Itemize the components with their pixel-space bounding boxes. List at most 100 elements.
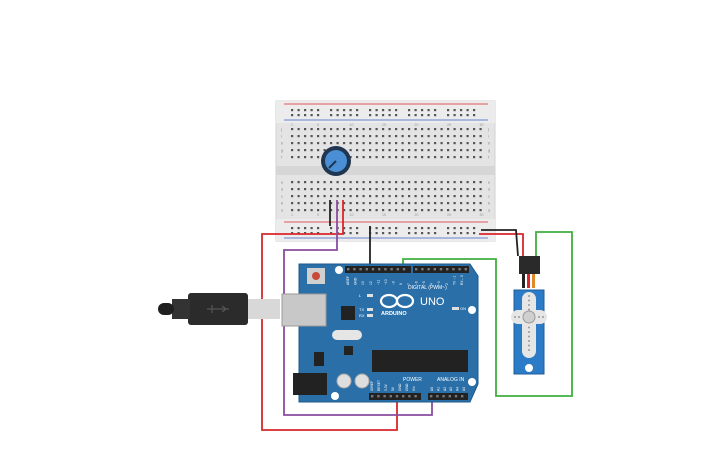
breadboard-hole[interactable] bbox=[479, 128, 482, 131]
breadboard-hole[interactable] bbox=[434, 181, 437, 184]
breadboard-hole[interactable] bbox=[401, 202, 404, 205]
breadboard-hole[interactable] bbox=[421, 195, 424, 198]
breadboard-hole[interactable] bbox=[466, 188, 469, 191]
breadboard-hole[interactable] bbox=[421, 181, 424, 184]
breadboard-hole[interactable] bbox=[414, 149, 417, 152]
breadboard-hole[interactable] bbox=[408, 142, 411, 145]
breadboard-hole[interactable] bbox=[414, 181, 417, 184]
rail-hole[interactable] bbox=[297, 109, 300, 112]
rail-hole[interactable] bbox=[336, 114, 339, 117]
breadboard-hole[interactable] bbox=[310, 202, 313, 205]
breadboard-hole[interactable] bbox=[473, 195, 476, 198]
breadboard-hole[interactable] bbox=[440, 156, 443, 159]
rail-hole[interactable] bbox=[473, 232, 476, 235]
breadboard-hole[interactable] bbox=[401, 156, 404, 159]
breadboard-hole[interactable] bbox=[330, 202, 333, 205]
breadboard-hole[interactable] bbox=[453, 195, 456, 198]
rail-hole[interactable] bbox=[388, 227, 391, 230]
breadboard-hole[interactable] bbox=[382, 149, 385, 152]
rail-hole[interactable] bbox=[349, 232, 352, 235]
breadboard-hole[interactable] bbox=[336, 135, 339, 138]
breadboard-hole[interactable] bbox=[473, 135, 476, 138]
breadboard-hole[interactable] bbox=[473, 156, 476, 159]
breadboard-hole[interactable] bbox=[395, 202, 398, 205]
breadboard-hole[interactable] bbox=[408, 209, 411, 212]
rail-hole[interactable] bbox=[447, 114, 450, 117]
breadboard-hole[interactable] bbox=[473, 209, 476, 212]
rail-hole[interactable] bbox=[466, 109, 469, 112]
rail-hole[interactable] bbox=[343, 227, 346, 230]
rail-hole[interactable] bbox=[330, 109, 333, 112]
breadboard-hole[interactable] bbox=[447, 156, 450, 159]
breadboard-hole[interactable] bbox=[473, 202, 476, 205]
rail-hole[interactable] bbox=[395, 109, 398, 112]
breadboard-hole[interactable] bbox=[356, 128, 359, 131]
breadboard-hole[interactable] bbox=[453, 142, 456, 145]
breadboard-hole[interactable] bbox=[440, 142, 443, 145]
breadboard-hole[interactable] bbox=[369, 181, 372, 184]
rail-hole[interactable] bbox=[414, 114, 417, 117]
rail-hole[interactable] bbox=[434, 227, 437, 230]
breadboard-hole[interactable] bbox=[297, 188, 300, 191]
breadboard-hole[interactable] bbox=[375, 142, 378, 145]
breadboard-hole[interactable] bbox=[382, 156, 385, 159]
breadboard-hole[interactable] bbox=[460, 202, 463, 205]
rail-hole[interactable] bbox=[447, 227, 450, 230]
breadboard-hole[interactable] bbox=[375, 135, 378, 138]
breadboard-hole[interactable] bbox=[349, 188, 352, 191]
breadboard-hole[interactable] bbox=[304, 202, 307, 205]
breadboard-hole[interactable] bbox=[330, 181, 333, 184]
breadboard-hole[interactable] bbox=[408, 128, 411, 131]
rail-hole[interactable] bbox=[343, 109, 346, 112]
power-header[interactable] bbox=[369, 393, 421, 400]
rail-hole[interactable] bbox=[473, 109, 476, 112]
breadboard-hole[interactable] bbox=[479, 209, 482, 212]
breadboard-hole[interactable] bbox=[460, 209, 463, 212]
breadboard-hole[interactable] bbox=[447, 202, 450, 205]
rail-hole[interactable] bbox=[310, 227, 313, 230]
breadboard-hole[interactable] bbox=[382, 188, 385, 191]
breadboard-hole[interactable] bbox=[362, 142, 365, 145]
breadboard-hole[interactable] bbox=[291, 128, 294, 131]
breadboard-hole[interactable] bbox=[388, 135, 391, 138]
rail-hole[interactable] bbox=[382, 227, 385, 230]
breadboard-hole[interactable] bbox=[395, 128, 398, 131]
breadboard-hole[interactable] bbox=[479, 156, 482, 159]
breadboard-hole[interactable] bbox=[356, 202, 359, 205]
breadboard-hole[interactable] bbox=[447, 195, 450, 198]
breadboard-hole[interactable] bbox=[466, 149, 469, 152]
breadboard-hole[interactable] bbox=[369, 128, 372, 131]
rail-hole[interactable] bbox=[414, 109, 417, 112]
breadboard-hole[interactable] bbox=[349, 195, 352, 198]
breadboard-hole[interactable] bbox=[460, 156, 463, 159]
breadboard-hole[interactable] bbox=[304, 156, 307, 159]
breadboard-hole[interactable] bbox=[317, 135, 320, 138]
breadboard-hole[interactable] bbox=[434, 135, 437, 138]
breadboard-hole[interactable] bbox=[362, 195, 365, 198]
rail-hole[interactable] bbox=[356, 114, 359, 117]
rail-hole[interactable] bbox=[310, 114, 313, 117]
rail-hole[interactable] bbox=[382, 109, 385, 112]
breadboard-hole[interactable] bbox=[304, 181, 307, 184]
breadboard-hole[interactable] bbox=[414, 188, 417, 191]
breadboard-hole[interactable] bbox=[414, 135, 417, 138]
breadboard-hole[interactable] bbox=[317, 188, 320, 191]
breadboard-hole[interactable] bbox=[466, 142, 469, 145]
breadboard-hole[interactable] bbox=[356, 142, 359, 145]
rail-hole[interactable] bbox=[466, 227, 469, 230]
breadboard-hole[interactable] bbox=[291, 156, 294, 159]
breadboard-hole[interactable] bbox=[479, 181, 482, 184]
breadboard-hole[interactable] bbox=[356, 188, 359, 191]
breadboard-hole[interactable] bbox=[408, 181, 411, 184]
breadboard-hole[interactable] bbox=[382, 181, 385, 184]
breadboard-hole[interactable] bbox=[382, 202, 385, 205]
breadboard-hole[interactable] bbox=[453, 209, 456, 212]
breadboard-hole[interactable] bbox=[408, 188, 411, 191]
breadboard-hole[interactable] bbox=[369, 202, 372, 205]
breadboard-hole[interactable] bbox=[323, 209, 326, 212]
breadboard-hole[interactable] bbox=[414, 128, 417, 131]
rail-hole[interactable] bbox=[434, 232, 437, 235]
breadboard-hole[interactable] bbox=[388, 142, 391, 145]
breadboard-hole[interactable] bbox=[323, 149, 326, 152]
